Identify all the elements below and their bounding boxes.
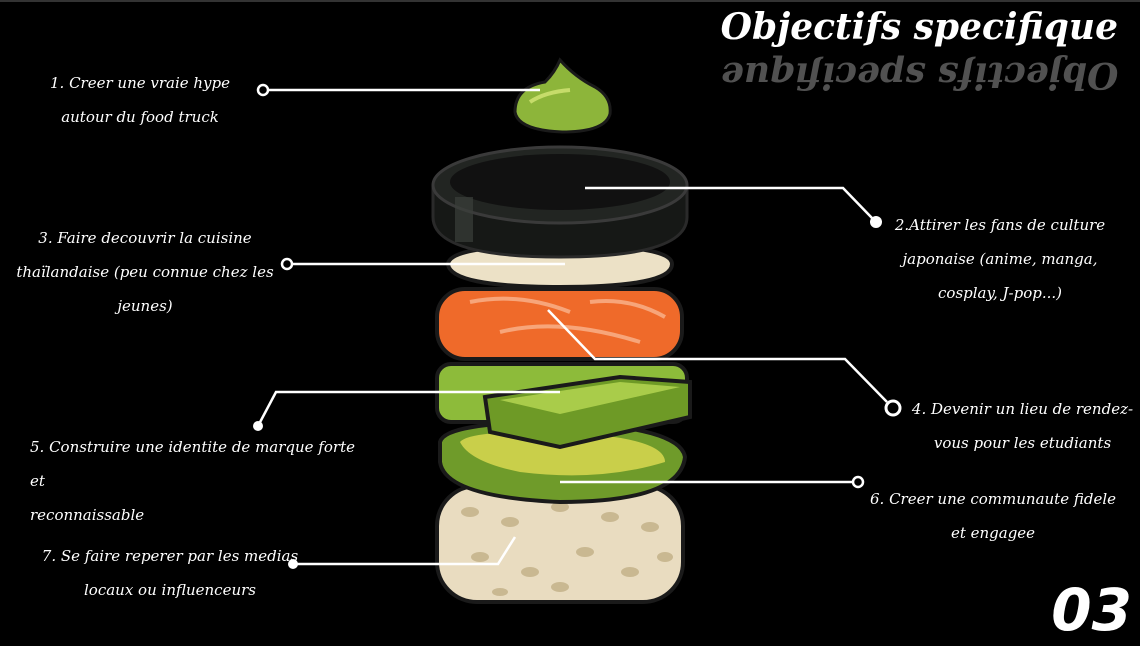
objective-text: cosplay, J-pop...)	[938, 284, 1062, 302]
rice-layer	[435, 484, 685, 604]
objective-text: 5. Construire une identite de marque for…	[30, 438, 355, 490]
objective-text: autour du food truck	[61, 108, 219, 126]
objective-text: vous pour les etudiants	[933, 434, 1112, 452]
connector-lines	[256, 88, 888, 566]
wasabi-icon	[513, 57, 612, 134]
objective-5: 5. Construire une identite de marque for…	[30, 430, 370, 532]
objective-text: locaux ou influenceurs	[84, 581, 256, 599]
objective-4: 4. Devenir un lieu de rendez- vous pour …	[905, 392, 1140, 460]
objective-text: thaïlandaise (peu connue chez les	[16, 263, 274, 281]
objective-text: 2.Attirer les fans de culture	[894, 216, 1106, 234]
slide-title-reflection: Objectifs specifique	[720, 54, 1118, 96]
objective-text: 4. Devenir un lieu de rendez-	[911, 400, 1134, 418]
objective-text: jeunes)	[117, 297, 173, 315]
objective-text: 7. Se faire reperer par les medias	[41, 547, 299, 565]
nori-layer	[431, 145, 689, 259]
salmon-layer	[435, 287, 684, 361]
objective-1: 1. Creer une vraie hype autour du food t…	[40, 66, 240, 134]
objective-text: 6. Creer une communaute fidele	[869, 490, 1117, 508]
objective-7: 7. Se faire reperer par les medias locau…	[30, 539, 310, 607]
connector-markers	[253, 83, 902, 569]
objective-text: 3. Faire decouvrir la cuisine	[38, 229, 252, 247]
objective-6: 6. Creer une communaute fidele et engage…	[868, 482, 1118, 550]
objective-3: 3. Faire decouvrir la cuisine thaïlandai…	[10, 221, 280, 323]
cucumber-layer	[435, 362, 692, 450]
objective-text: japonaise (anime, manga,	[902, 250, 1098, 268]
objective-2: 2.Attirer les fans de culture japonaise …	[880, 208, 1120, 310]
objective-text: reconnaissable	[30, 506, 145, 524]
objective-text: et engagee	[950, 524, 1036, 542]
objective-text: 1. Creer une vraie hype	[49, 74, 231, 92]
page-number: 03	[1051, 576, 1132, 644]
slide-title: Objectifs specifique	[720, 6, 1118, 48]
